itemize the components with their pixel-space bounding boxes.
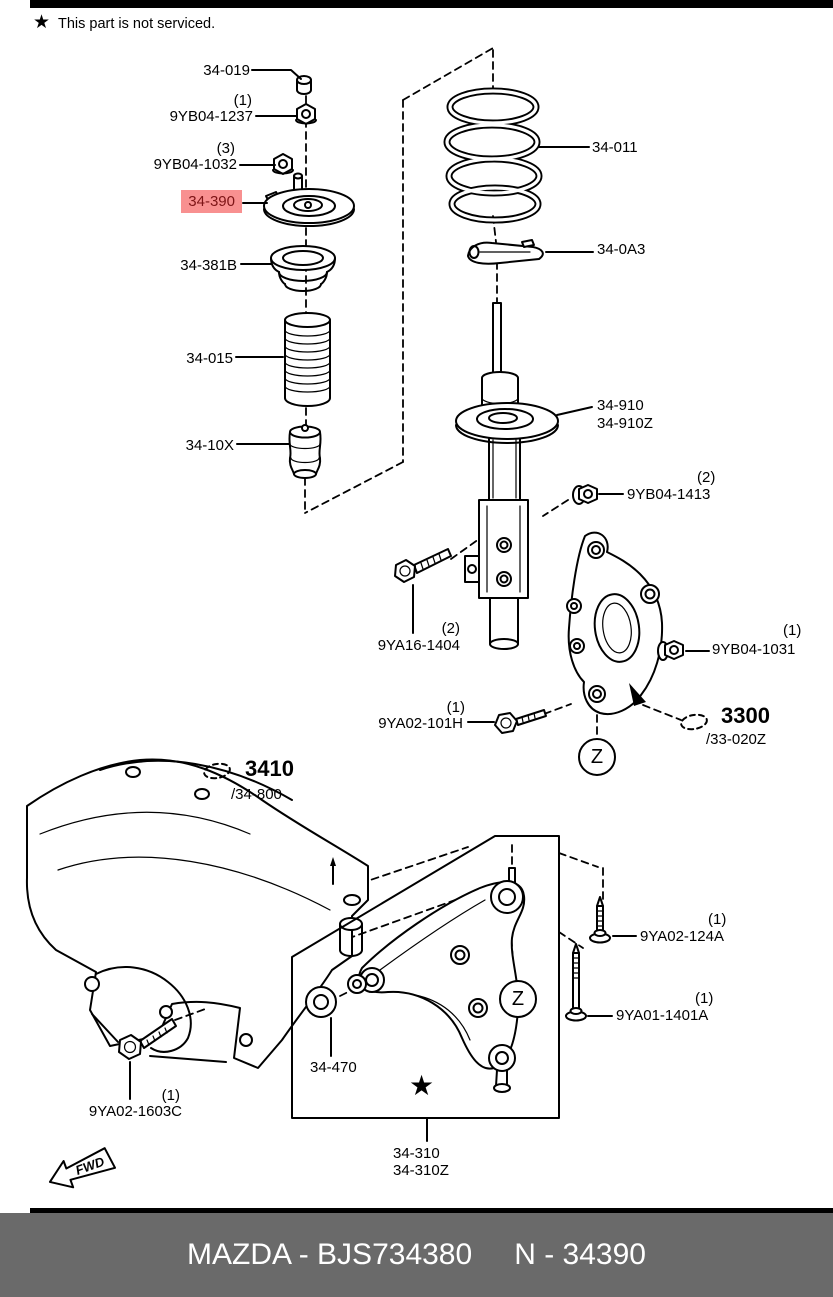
ref-3410-icon [203,762,231,780]
fwd-arrow: FWD [48,1147,117,1189]
coil-spring-drawing [443,87,543,224]
part-label-9ya02-101h[interactable]: 9YA02-101H [378,715,463,732]
detail-box [291,835,560,1119]
bump-stop-drawing [288,424,322,479]
part-label-34-470[interactable]: 34-470 [310,1059,357,1076]
qty-label-9yb04-1237: (1) [233,92,252,109]
part-label-34-011[interactable]: 34-011 [592,139,638,156]
bearing-drawing [270,245,336,292]
part-label-9yb04-1237[interactable]: 9YB04-1237 [169,108,253,125]
ref-label-3410[interactable]: 3410 [245,756,294,781]
qty-label-9ya02-124a: (1) [708,911,727,928]
ref-label-33-020z[interactable]: /33-020Z [706,731,767,748]
bolt-9ya02-1603c-drawing [118,1018,177,1060]
part-label-9yb04-1032[interactable]: 9YB04-1032 [153,156,237,173]
part-label-9yb04-1413[interactable]: 9YB04-1413 [627,486,711,503]
qty-label-9ya02-1603c: (1) [161,1087,180,1104]
knuckle-drawing [566,531,664,715]
qty-label-9yb04-1032: (3) [216,140,235,157]
nut-9yb04-1237-drawing [295,103,317,125]
part-label-34-390-highlighted[interactable]: 34-390 [181,190,242,213]
knuckle-pointer-arrow [629,683,646,706]
fwd-arrow-shape [48,1147,117,1189]
reference-ellipse-icons [203,713,708,780]
part-label-9ya02-1603c[interactable]: 9YA02-1603C [88,1103,182,1120]
strut-drawing [455,302,559,650]
spring-seat-drawing [467,239,544,265]
not-serviced-star-icon: ★ [33,12,51,33]
part-label-9ya01-1401a[interactable]: 9YA01-1401A [616,1007,709,1024]
nut-9yb04-1032-drawing [272,153,294,175]
part-label-34-310z[interactable]: 34-310Z [393,1162,449,1179]
part-label-34-910z[interactable]: 34-910Z [597,415,653,432]
part-label-34-310[interactable]: 34-310 [393,1145,440,1162]
leader-lines [129,69,710,1142]
part-label-9yb04-1031[interactable]: 9YB04-1031 [712,641,796,658]
part-label-34-910[interactable]: 34-910 [597,397,644,414]
nut-9yb04-1413-drawing [572,484,598,505]
cap-34-019-drawing [296,75,312,95]
footer-part-number: N - 34390 [514,1238,646,1271]
qty-label-9ya01-1401a: (1) [695,990,714,1007]
part-label-9ya16-1404[interactable]: 9YA16-1404 [377,637,460,654]
footer-catalog-code: MAZDA - BJS734380 [187,1238,473,1271]
subframe-drawing [25,758,369,1069]
ref-label-3300[interactable]: 3300 [721,703,770,728]
qty-label-9ya16-1404: (2) [441,620,460,637]
part-label-34-381b[interactable]: 34-381B [180,257,237,274]
nut-9yb04-1031-drawing [657,640,684,661]
z-marker-knuckle[interactable]: Z [578,738,616,776]
bolt-9ya02-101h-drawing [494,709,547,734]
bushing-34-470-drawing [305,974,367,1018]
z-marker-arm[interactable]: Z [499,980,537,1018]
ref-label-34-800[interactable]: /34-800 [231,786,282,803]
part-label-34-0a3[interactable]: 34-0A3 [597,241,646,258]
not-serviced-note: This part is not serviced. [58,16,216,32]
qty-label-9yb04-1031: (1) [783,622,802,639]
ref-3300-icon [680,713,708,731]
footer-divider [30,1208,833,1213]
screw-9ya02-124a-drawing [589,896,611,944]
part-label-9ya02-124a[interactable]: 9YA02-124A [640,928,724,945]
part-label-34-019[interactable]: 34-019 [203,62,250,79]
part-label-34-015[interactable]: 34-015 [186,350,233,367]
top-border [30,0,833,8]
footer-bar: MAZDA - BJS734380 N - 34390 [0,1213,833,1297]
qty-label-9yb04-1413: (2) [697,469,716,486]
bolt-9ya16-1404-drawing [394,548,452,583]
part-label-34-10x[interactable]: 34-10X [185,437,234,454]
dust-boot-drawing [284,312,331,407]
not-serviced-star-arm: ★ [409,1070,435,1101]
qty-label-9ya02-101h: (1) [446,699,465,716]
bolt-9ya01-1401a-drawing [565,943,587,1022]
strut-mount-drawing [263,172,355,227]
